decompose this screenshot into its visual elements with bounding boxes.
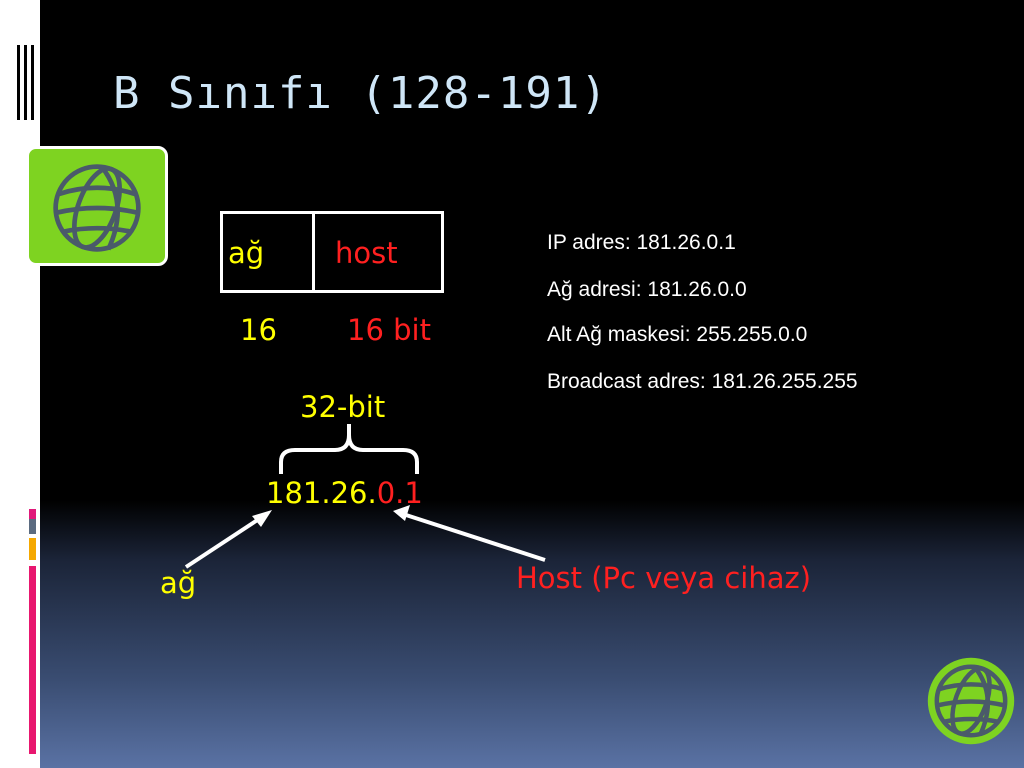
slide-title: B Sınıfı (128-191) bbox=[113, 68, 608, 119]
decor-bar-gray bbox=[29, 519, 36, 534]
globe-badge bbox=[26, 146, 168, 266]
brace bbox=[279, 424, 419, 474]
ip-host-part: 0.1 bbox=[376, 476, 423, 510]
info-subnet-mask: Alt Ağ maskesi: 255.255.0.0 bbox=[547, 323, 808, 346]
decor-bar-orange bbox=[29, 538, 36, 560]
host-arrowhead bbox=[393, 505, 410, 521]
box-network-label: ağ bbox=[228, 236, 265, 270]
decor-stripes bbox=[17, 45, 34, 120]
network-arrow-label: ağ bbox=[160, 566, 197, 600]
box-host-label: host bbox=[335, 236, 398, 270]
globe-icon bbox=[927, 657, 1015, 745]
globe-icon bbox=[53, 164, 141, 252]
address-field-box bbox=[220, 211, 444, 293]
decor-bar-magenta bbox=[29, 566, 36, 754]
ip-address-display: 181.26.0.1 bbox=[266, 476, 423, 510]
info-ip-address: IP adres: 181.26.0.1 bbox=[547, 231, 736, 254]
host-arrow bbox=[405, 513, 546, 562]
network-arrow bbox=[184, 515, 264, 569]
network-arrowhead bbox=[252, 510, 272, 527]
network-bits-label: 16 bbox=[240, 313, 277, 347]
host-arrow-label: Host (Pc veya cihaz) bbox=[516, 561, 812, 595]
info-network-address: Ağ adresi: 181.26.0.0 bbox=[547, 278, 747, 301]
ip-network-part: 181.26. bbox=[266, 476, 377, 510]
decor-bar-pink bbox=[29, 509, 36, 519]
host-bits-label: 16 bit bbox=[347, 313, 431, 347]
box-divider bbox=[312, 214, 315, 290]
info-broadcast-address: Broadcast adres: 181.26.255.255 bbox=[547, 370, 858, 393]
total-bits-label: 32-bit bbox=[300, 390, 386, 424]
